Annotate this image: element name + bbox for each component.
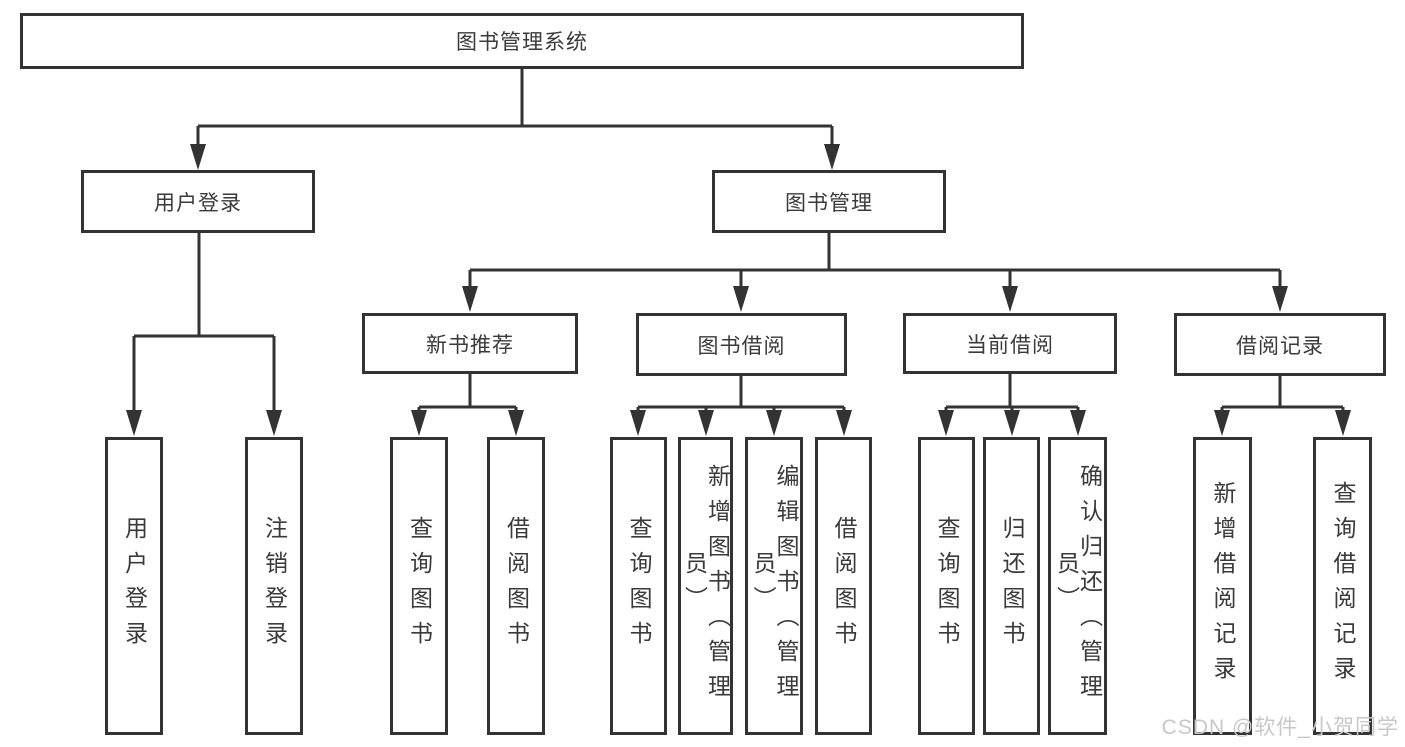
leaf-return-books: 归还图书 (983, 437, 1040, 735)
node-root: 图书管理系统 (20, 13, 1024, 69)
leaf-query-borrow-record: 查询借阅记录 (1313, 437, 1372, 735)
node-book-borrow: 图书借阅 (636, 313, 847, 376)
leaf-newbook-query-books: 查询图书 (390, 437, 448, 735)
leaf-user-login: 用户登录 (105, 437, 163, 735)
leaf-logout: 注销登录 (245, 437, 303, 735)
node-user-login: 用户登录 (81, 170, 315, 233)
leaf-edit-books-admin: 编辑图书（管理员） (745, 437, 803, 735)
node-book-management: 图书管理 (712, 170, 946, 233)
node-current-borrow: 当前借阅 (903, 313, 1117, 374)
leaf-add-books-admin: 新增图书（管理员） (678, 437, 733, 735)
leaf-current-query-books: 查询图书 (918, 437, 975, 735)
leaf-borrow-query-books: 查询图书 (610, 437, 667, 735)
leaf-confirm-return-admin: 确认归还（管理员） (1048, 437, 1107, 735)
leaf-newbook-borrow-books: 借阅图书 (487, 437, 545, 735)
node-new-book-recommend: 新书推荐 (362, 313, 578, 374)
node-borrow-records: 借阅记录 (1174, 313, 1386, 376)
leaf-add-borrow-record: 新增借阅记录 (1193, 437, 1252, 735)
leaf-borrow-books: 借阅图书 (815, 437, 872, 735)
csdn-watermark: CSDN @软件_小贺同学 (1161, 716, 1399, 739)
